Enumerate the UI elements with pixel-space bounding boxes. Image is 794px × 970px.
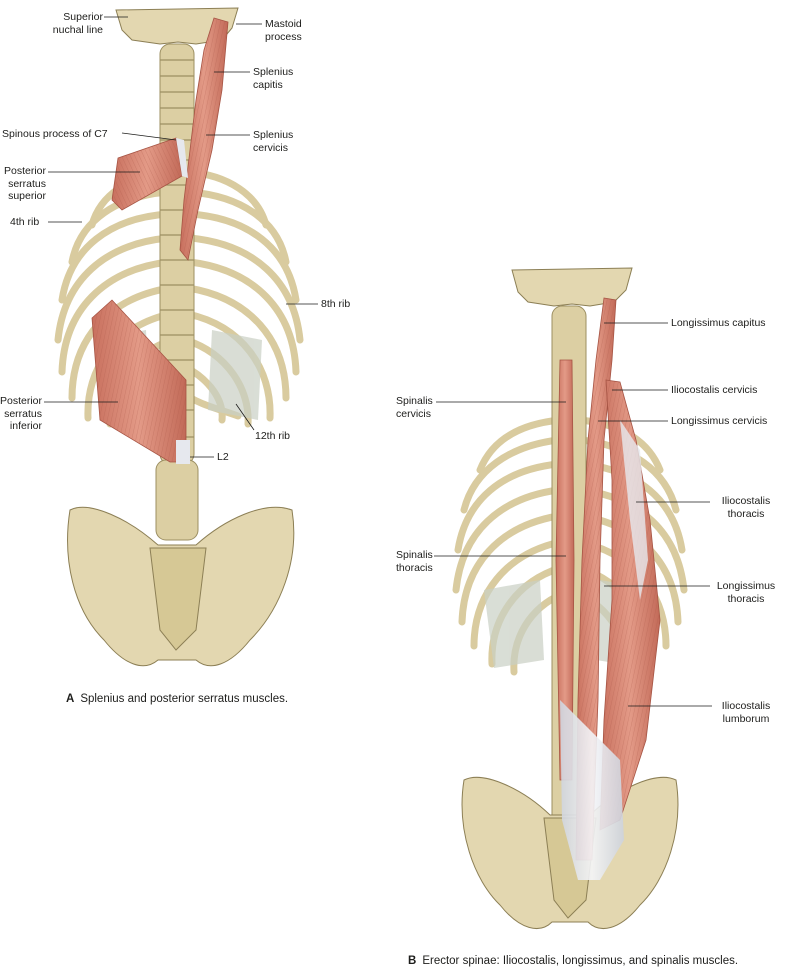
panel-a-muscles (91, 17, 229, 464)
label-spinalis-cervicis: Spinalis cervicis (396, 395, 433, 420)
label-splenius-capitis: Splenius capitis (253, 66, 294, 91)
label-splenius-cervicis: Splenius cervicis (253, 129, 294, 154)
thoracolumbar-aponeurosis (560, 700, 624, 880)
caption-panel-b: B Erector spinae: Iliocostalis, longissim… (408, 955, 738, 967)
label-spinalis-thoracis: Spinalis thoracis (396, 549, 433, 574)
caption-panel-a: A Splenius and posterior serratus muscles… (66, 693, 288, 705)
label-longissimus-capitus: Longissimus capitus (671, 317, 766, 329)
leader-spinous-process-c7 (121, 132, 177, 141)
caption-b-text: Erector spinae: Iliocostalis, longissimu… (422, 955, 739, 967)
label-iliocostalis-cervicis: Iliocostalis cervicis (671, 384, 758, 396)
label-longissimus-cervicis: Longissimus cervicis (671, 415, 768, 427)
skull-base-b (511, 267, 633, 307)
sacrum-a (149, 547, 207, 651)
skull-base-a (115, 7, 239, 45)
panel-b-muscles (555, 297, 661, 880)
label-iliocostalis-lumborum: Iliocostalis lumborum (721, 700, 771, 725)
caption-a-letter: A (66, 693, 75, 705)
leader-twelfth-rib (235, 403, 255, 431)
lumbar-spine-a (155, 459, 199, 541)
label-mastoid-process: Mastoid process (265, 18, 302, 43)
caption-b-letter: B (408, 955, 417, 967)
label-superior-nuchal-line: Superior nuchal line (52, 11, 103, 36)
caption-a-text: Splenius and posterior serratus muscles. (80, 693, 289, 705)
label-twelfth-rib: 12th rib (255, 430, 291, 442)
label-posterior-serratus-inferior: Posterior serratus inferior (0, 395, 43, 432)
leader-lines (44, 16, 712, 707)
label-posterior-serratus-superior: Posterior serratus superior (3, 165, 46, 202)
label-longissimus-thoracis: Longissimus thoracis (716, 580, 776, 605)
label-fourth-rib: 4th rib (10, 216, 40, 228)
label-spinous-process-c7: Spinous process of C7 (2, 128, 108, 140)
label-iliocostalis-thoracis: Iliocostalis thoracis (721, 495, 771, 520)
label-l2: L2 (217, 451, 229, 463)
label-eighth-rib: 8th rib (321, 298, 351, 310)
